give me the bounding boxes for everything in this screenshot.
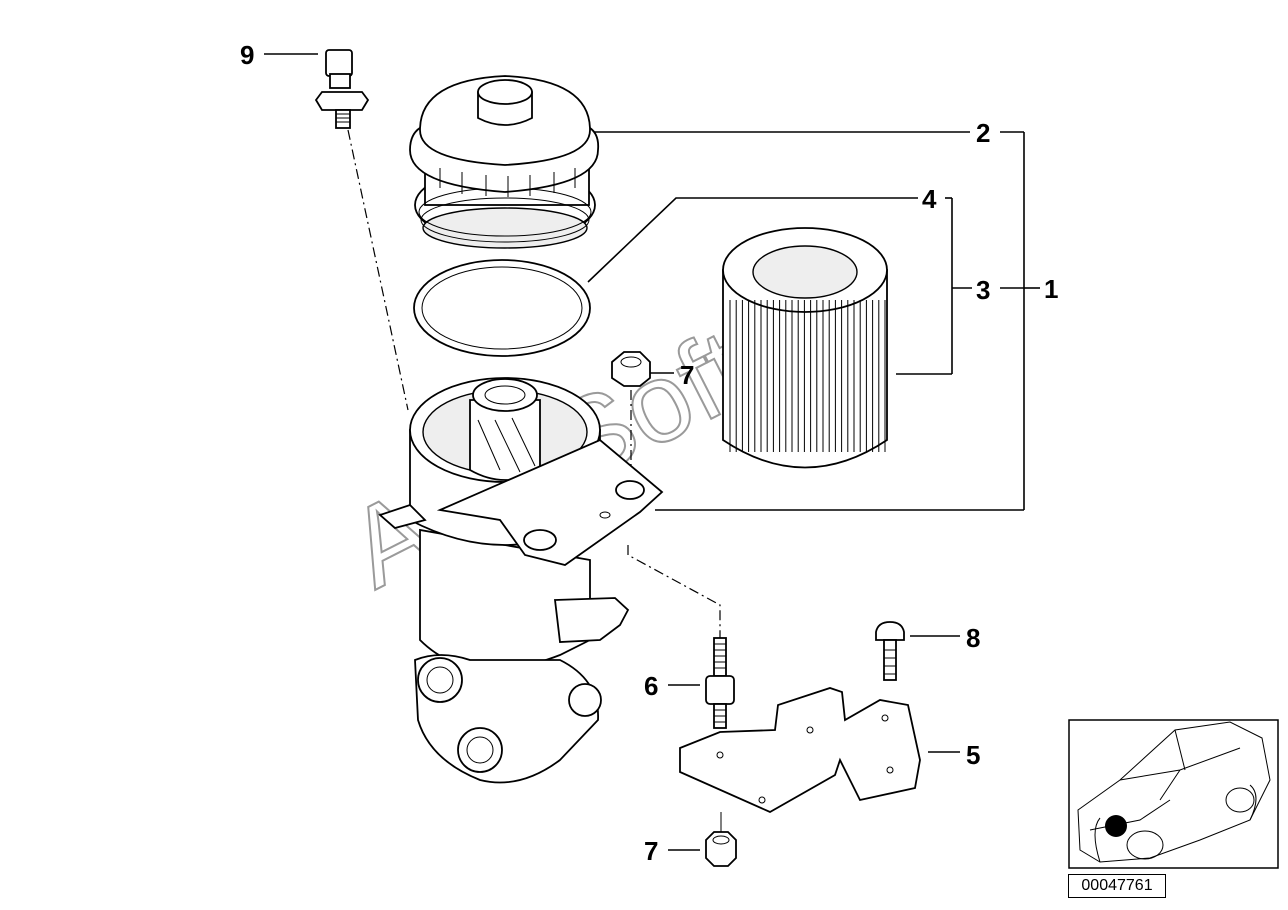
callout-6: 6 (644, 671, 658, 701)
flange-nut-lower (705, 831, 737, 867)
filter-housing (378, 377, 664, 784)
flange-nut-upper (611, 351, 651, 387)
leader-lines (264, 53, 1040, 851)
rubber-mount (705, 637, 735, 729)
callout-9: 9 (240, 40, 254, 70)
filter-cover (409, 75, 600, 249)
callout-1: 1 (1044, 274, 1058, 304)
oil-pressure-sensor (314, 49, 370, 129)
callout-5: 5 (966, 740, 980, 770)
locator-dot (1105, 815, 1127, 837)
locator-inset (1068, 719, 1279, 869)
car-outline-icon (1077, 721, 1271, 863)
o-ring (413, 259, 591, 357)
callout-4: 4 (922, 184, 937, 214)
callout-3: 3 (976, 275, 990, 305)
bolt (875, 621, 905, 681)
callout-7-upper: 7 (680, 360, 694, 390)
callout-7-lower: 7 (644, 836, 658, 866)
diagram-id-label: 00047761 (1068, 874, 1166, 898)
filter-element (722, 227, 888, 469)
bracket (679, 687, 921, 814)
callout-8: 8 (966, 623, 980, 653)
callout-2: 2 (976, 118, 990, 148)
